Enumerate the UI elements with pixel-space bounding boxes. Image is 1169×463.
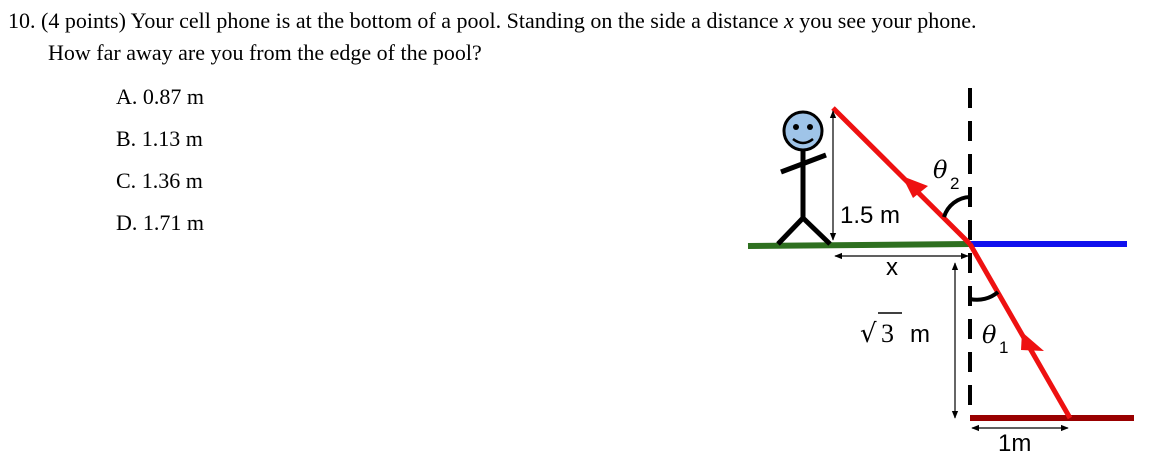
choice-a: A. 0.87 m (116, 84, 204, 110)
person-head (782, 110, 824, 152)
question-text-part-2: you see your phone. (799, 8, 977, 33)
person-eye-left (793, 124, 799, 130)
incident-ray-air (831, 106, 972, 246)
theta1-label: θ 1 (982, 321, 1008, 357)
theta2-symbol: θ (933, 156, 948, 184)
theta1-symbol: θ (982, 321, 997, 349)
question-points: (4 points) (41, 8, 126, 33)
person-arms (780, 152, 827, 175)
radical-sign: √ (860, 319, 877, 349)
angle-arc-theta2 (942, 195, 971, 218)
depth-unit: m (910, 321, 930, 348)
theta1-subscript: 1 (999, 338, 1008, 357)
ground-line (747, 241, 971, 249)
choice-letter: B. (116, 126, 137, 151)
theta2-label: θ 2 (933, 156, 959, 193)
person-eye-right (807, 124, 813, 130)
person-smile (792, 137, 814, 145)
depth-label: √ 3 m (860, 312, 930, 349)
question-variable: x (784, 8, 794, 33)
person-leg-left (776, 216, 805, 246)
question-text-part-1: Your cell phone is at the bottom of a po… (130, 8, 779, 33)
depth-value: 3 (881, 319, 894, 348)
person-leg-right (801, 216, 832, 246)
bottom-distance-label: 1m (998, 430, 1031, 457)
choice-value: 1.71 m (142, 210, 205, 235)
theta2-subscript: 2 (950, 174, 959, 193)
choice-letter: D. (116, 210, 138, 235)
x-label: x (886, 254, 898, 281)
refracted-ray-water (967, 242, 1073, 420)
choice-b: B. 1.13 m (116, 126, 203, 152)
angle-arc-theta1 (969, 290, 1000, 302)
choice-value: 0.87 m (142, 84, 205, 109)
choice-value: 1.13 m (141, 126, 203, 151)
ray-arrowhead-water (1021, 332, 1044, 351)
choice-c: C. 1.36 m (116, 168, 203, 194)
question-number: 10. (8, 8, 36, 33)
height-label: 1.5 m (840, 202, 900, 229)
question-line-2: How far away are you from the edge of th… (48, 40, 482, 65)
choice-letter: C. (116, 168, 137, 193)
question-line-1: 10. (4 points) Your cell phone is at the… (8, 8, 976, 34)
ray-arrowhead-air (902, 176, 928, 198)
choice-value: 1.36 m (141, 168, 203, 193)
choice-letter: A. (116, 84, 138, 109)
choice-d: D. 1.71 m (116, 210, 204, 236)
